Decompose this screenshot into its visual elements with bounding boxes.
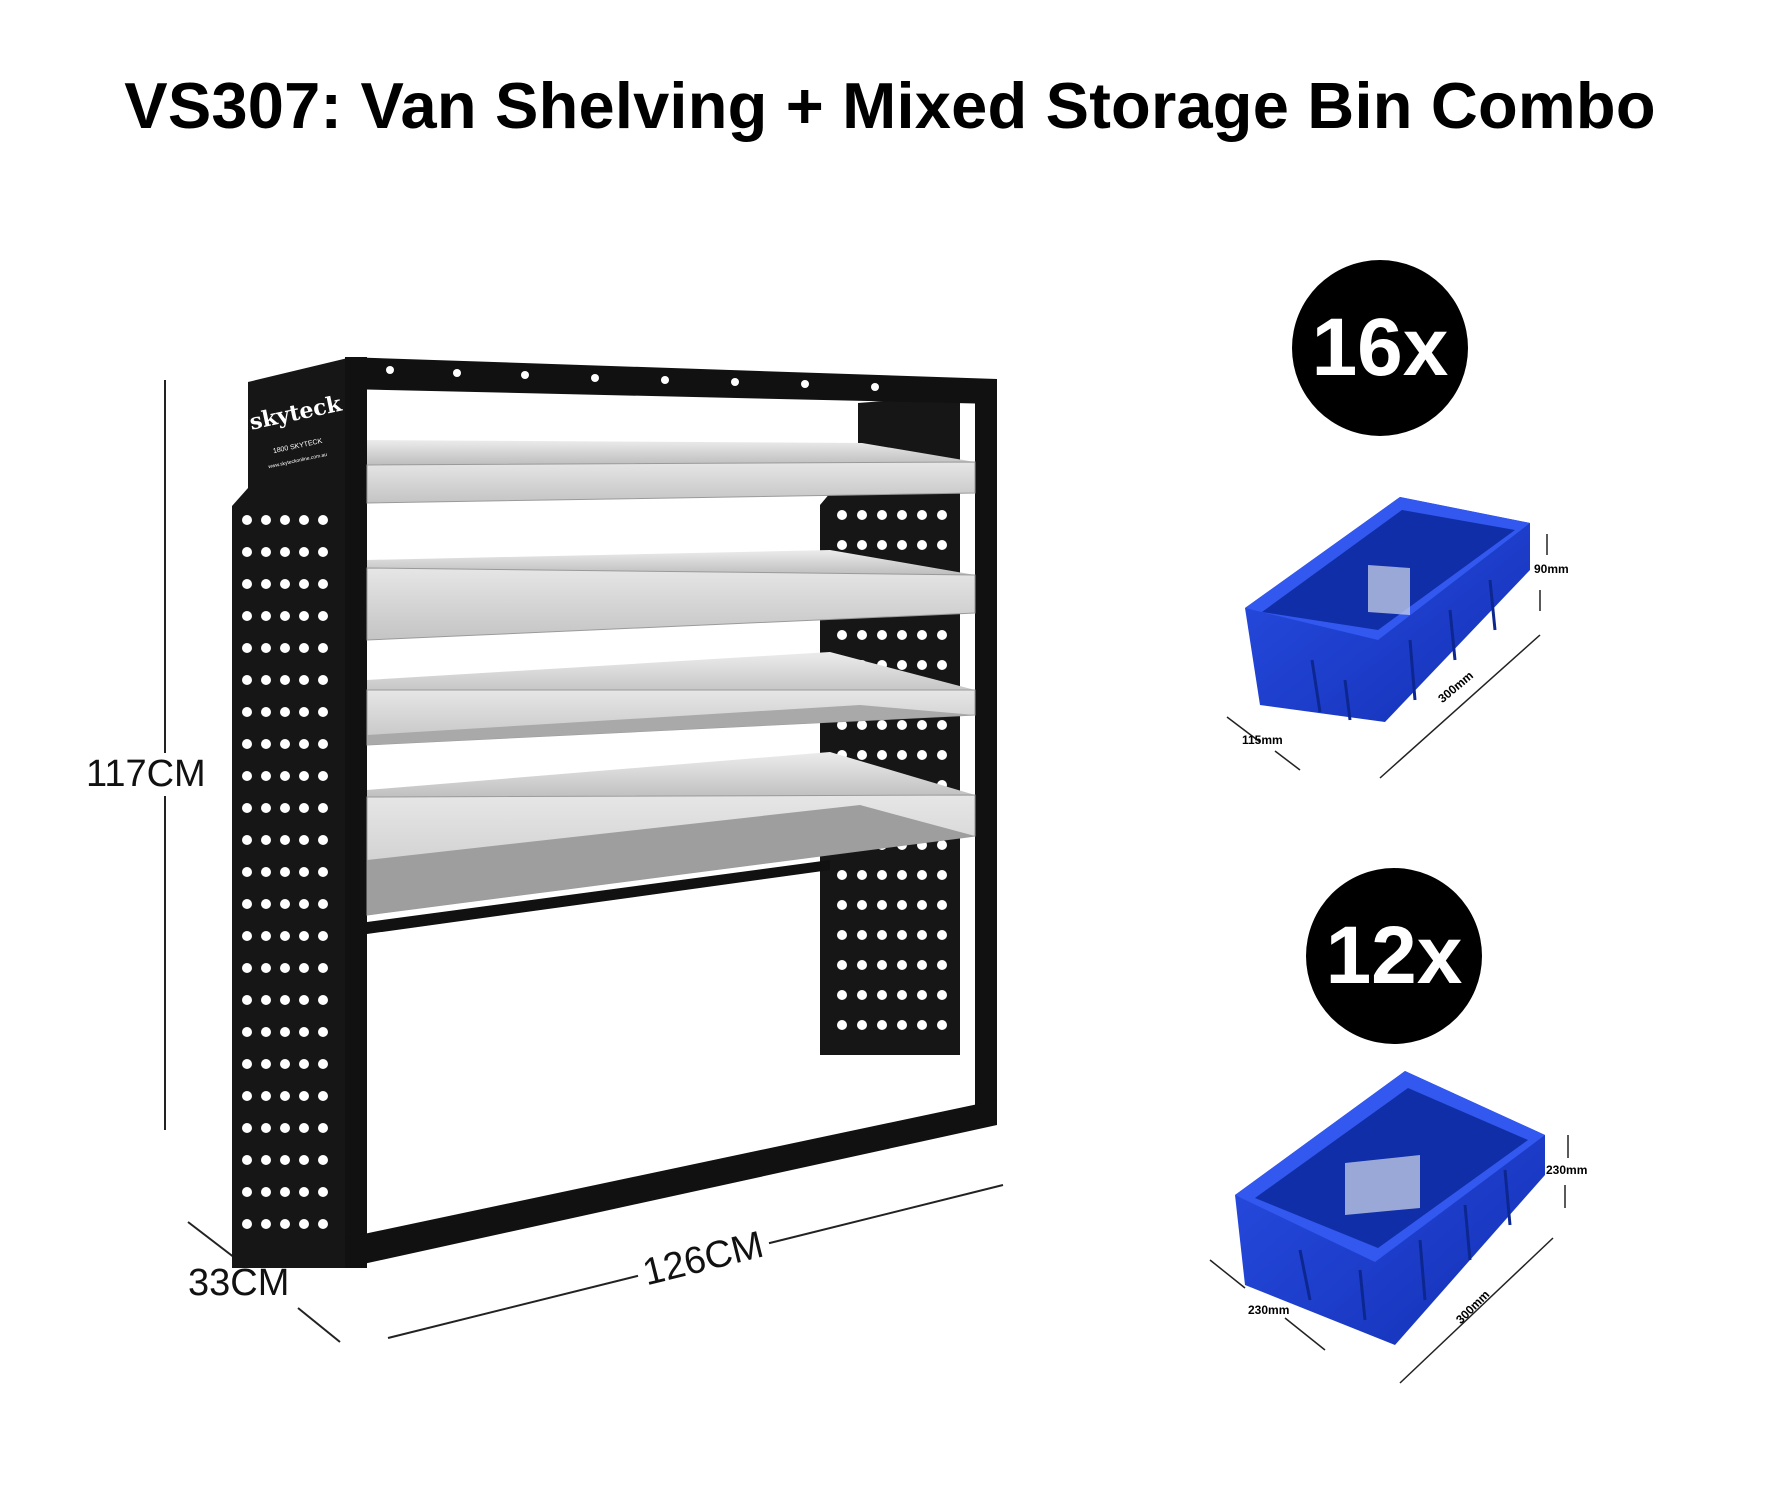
depth-dimension-line-b [297,1307,341,1343]
bin-small-dimension-lines [1226,534,1548,779]
right-front-post [975,379,997,1120]
depth-label: 33CM [188,1262,290,1304]
shelf-1 [366,440,976,504]
left-panel-perforations [242,515,328,1229]
top-rail [345,357,997,404]
page-title: VS307: Van Shelving + Mixed Storage Bin … [124,69,1656,142]
bin-divider [1368,565,1410,615]
bottom-rail [345,1100,997,1268]
storage-bin-small [1226,497,1548,779]
left-front-post [345,357,367,1268]
shelf-2 [366,550,976,641]
depth-dimension-line-a [187,1221,236,1259]
quantity-badge-large-bin: 12x [1306,868,1482,1044]
top-rail-holes [386,366,879,391]
storage-bin-large [1209,1071,1569,1384]
bin-divider [1345,1155,1420,1215]
bin-large-width: 230mm [1248,1303,1290,1317]
van-shelving-unit: skyteck 1800 SKYTECK www.skyteckonline.c… [232,357,997,1268]
bin-large-dimension-lines [1209,1135,1569,1384]
mid-rail [367,860,830,934]
quantity-badge-small-bin: 16x [1292,260,1468,436]
height-label: 117CM [86,753,206,796]
bin-small-width: 115mm [1242,733,1283,747]
shelf-4 [366,752,976,916]
shelf-3 [366,652,976,746]
bin-large-height: 230mm [1546,1163,1588,1177]
bin-small-height: 90mm [1534,562,1569,576]
